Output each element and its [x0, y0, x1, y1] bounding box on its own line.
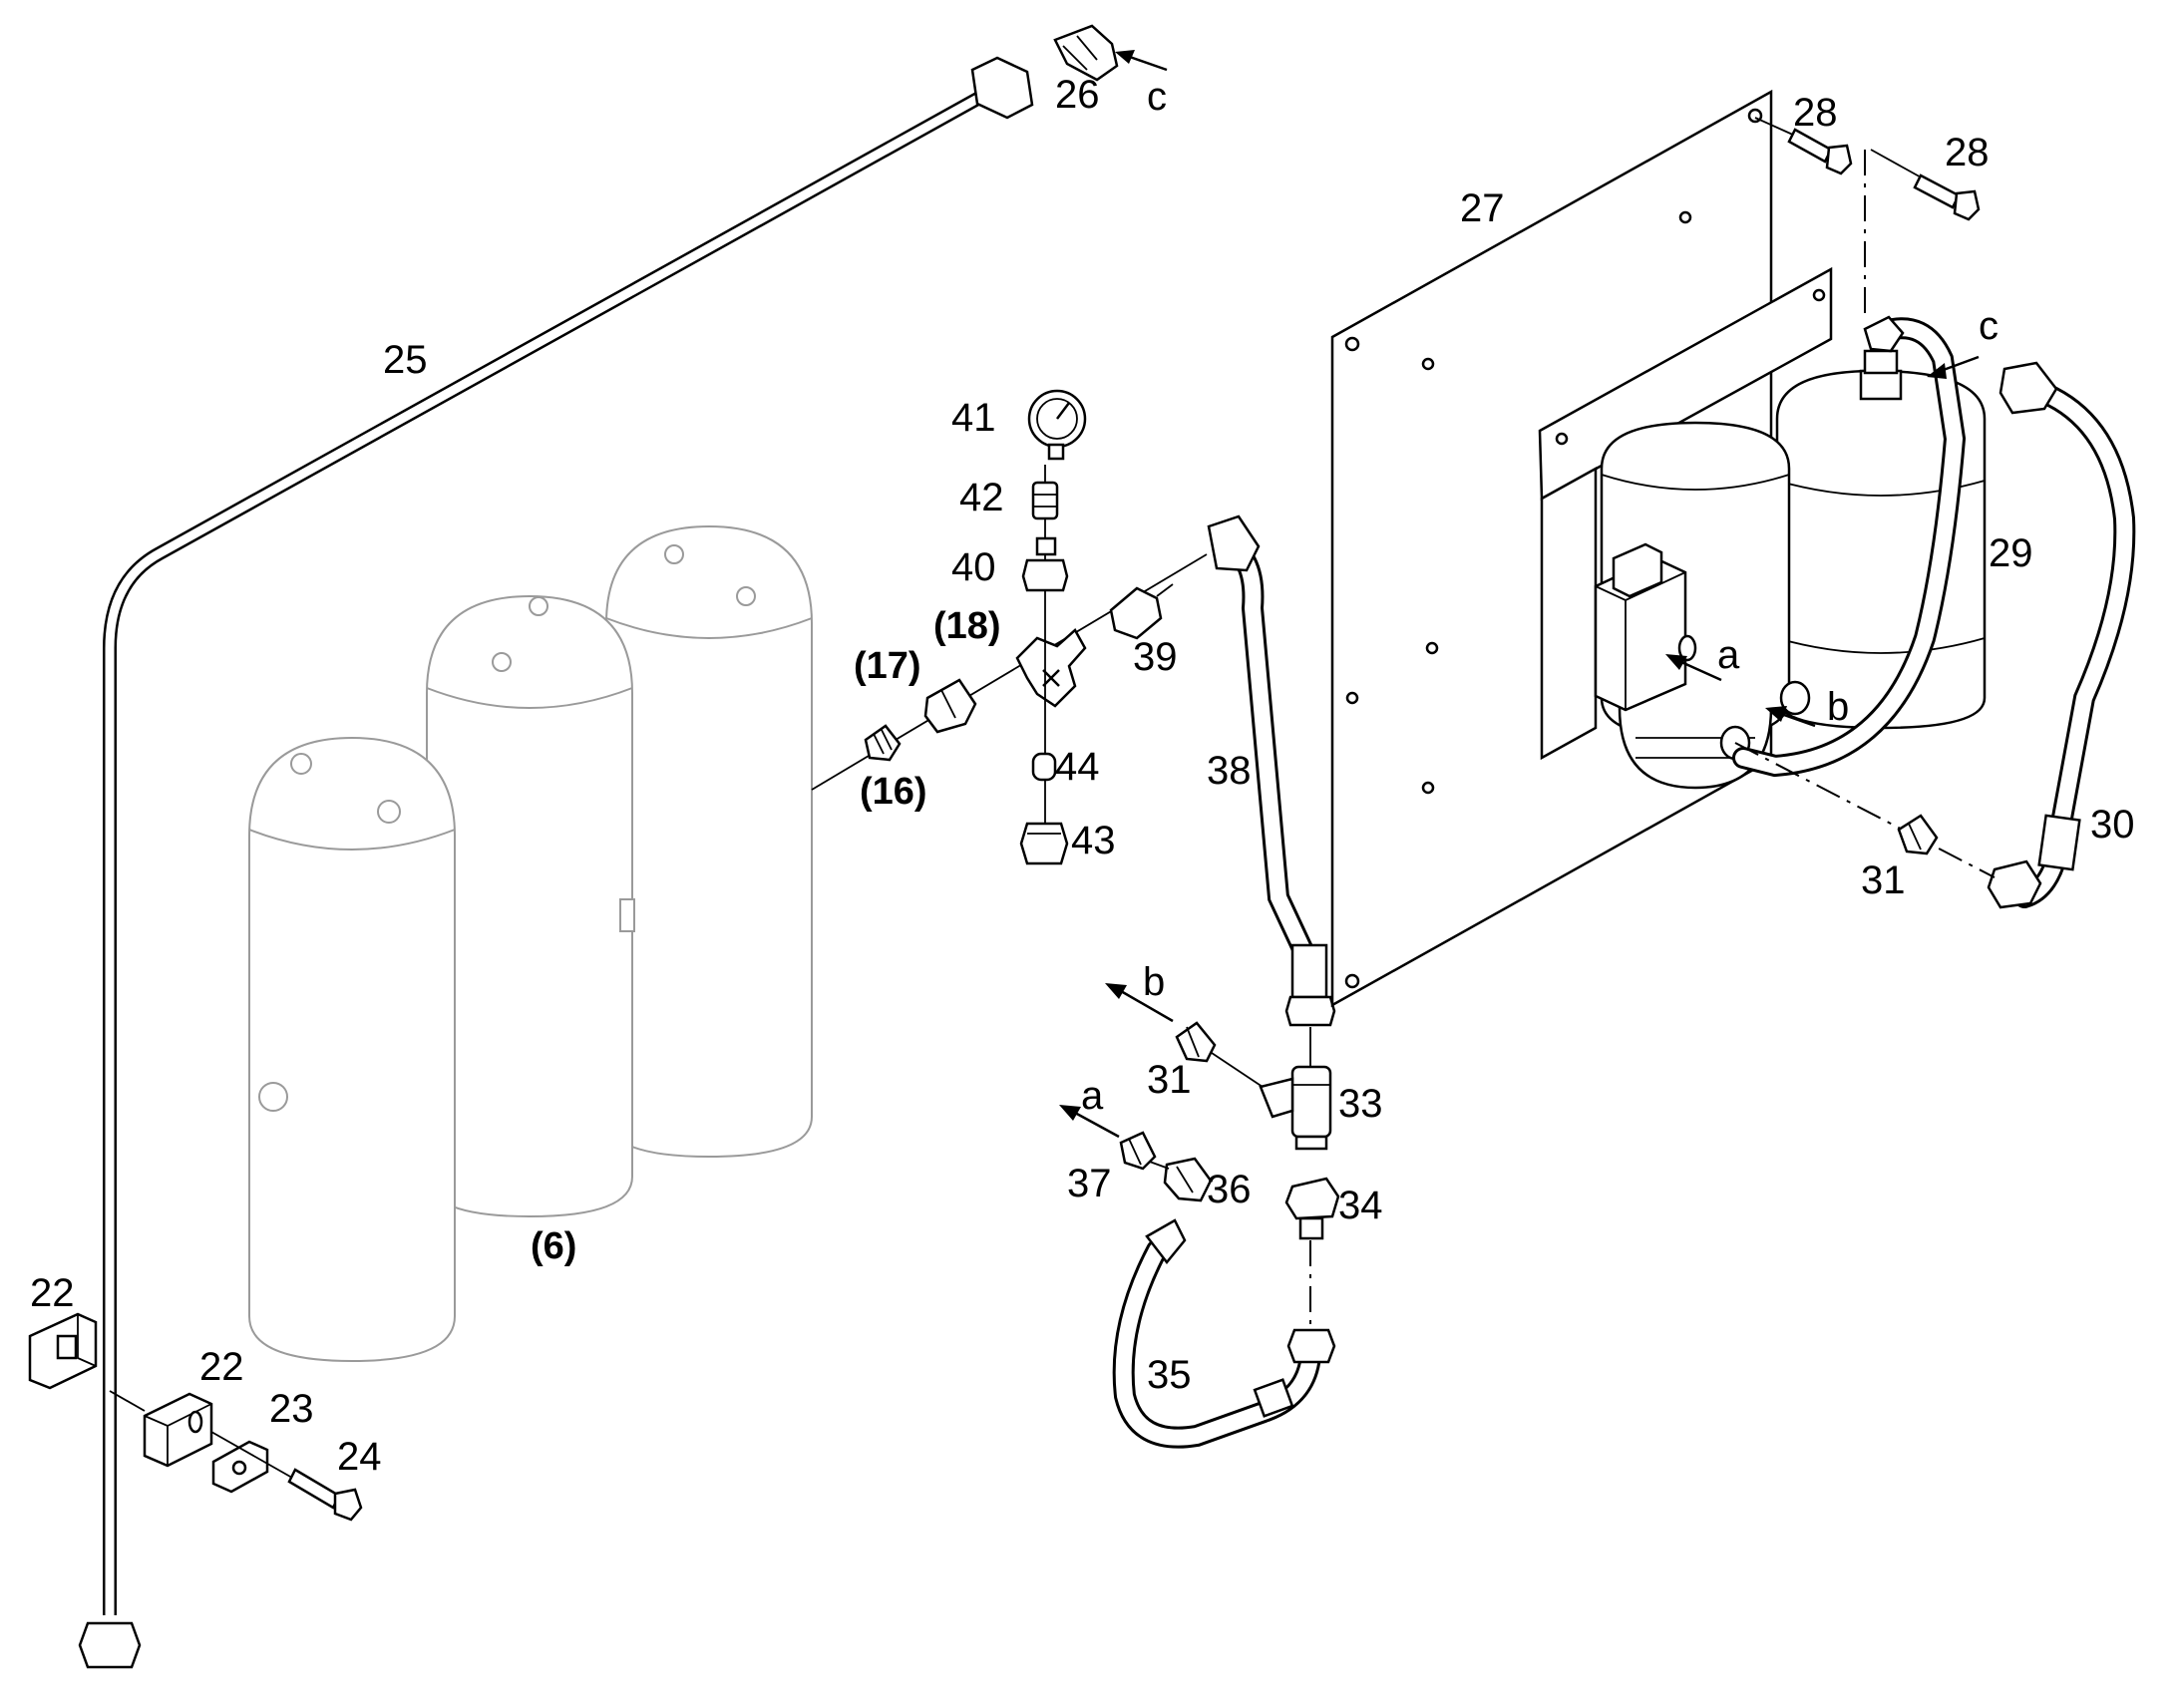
- label-28-right: 28: [1945, 131, 1990, 174]
- leader-22-clamp: [109, 1390, 146, 1412]
- part-labels: 22 22 23 24 25 26 27 28 28 29 30 31 31 3…: [30, 73, 2135, 1479]
- label-31-left: 31: [1147, 1058, 1192, 1102]
- centerline-31-right: [1734, 742, 1996, 878]
- label-38: 38: [1207, 749, 1252, 793]
- letter-c-top: c: [1147, 75, 1167, 119]
- fitting-31-left: [1175, 1021, 1217, 1063]
- letter-b-right: b: [1827, 685, 1849, 729]
- clamp-22-right: [143, 1392, 213, 1468]
- nipple-42: [1031, 481, 1059, 520]
- label-42: 42: [959, 476, 1004, 519]
- nut-43: [1019, 822, 1069, 865]
- fitting-31-right: [1897, 814, 1939, 855]
- arrow-b-right: [1765, 706, 1816, 728]
- label-30: 30: [2090, 803, 2135, 847]
- air-tank-front: [248, 736, 456, 1363]
- hose-38: [1207, 514, 1336, 1027]
- label-ref-18: (18): [933, 605, 1001, 647]
- gauge-41: [1027, 389, 1087, 461]
- label-44: 44: [1055, 745, 1100, 789]
- arrow-c-right: [1927, 355, 1980, 379]
- letter-b-left: b: [1143, 960, 1165, 1004]
- air-tank-back: [605, 524, 813, 1159]
- label-ref-17: (17): [854, 645, 921, 687]
- hose-35: [1112, 1218, 1336, 1449]
- leader-28-left: [1754, 117, 1796, 137]
- label-26: 26: [1055, 73, 1100, 117]
- hose-29: [1732, 315, 1967, 778]
- label-35: 35: [1147, 1353, 1192, 1397]
- label-40: 40: [951, 545, 996, 589]
- elbow-fitting-26: [1053, 24, 1119, 82]
- label-23: 23: [269, 1387, 314, 1431]
- adapter-40: [1021, 536, 1069, 592]
- leader-31-tee: [1202, 1046, 1264, 1088]
- label-39: 39: [1133, 635, 1178, 679]
- fitting-34: [1284, 1177, 1340, 1240]
- fitting-39: [1109, 583, 1174, 640]
- elbow-36: [1163, 1157, 1213, 1202]
- clamp-22-left: [28, 1312, 98, 1390]
- plate-23: [211, 1440, 269, 1494]
- label-22-left: 22: [30, 1271, 75, 1315]
- label-ref-6: (6): [531, 1225, 576, 1267]
- bolt-24: [287, 1468, 363, 1522]
- arrow-a-right: [1665, 654, 1722, 682]
- air-tank-middle: [426, 594, 635, 1218]
- bolt-28-left: [1787, 128, 1853, 175]
- leader-23-24: [210, 1431, 300, 1483]
- label-ref-16: (16): [860, 771, 927, 813]
- label-43: 43: [1071, 819, 1116, 862]
- connection-letters: c c a b b a: [1081, 75, 1998, 1118]
- label-41: 41: [951, 396, 996, 440]
- label-24: 24: [337, 1435, 382, 1479]
- hose-30: [1987, 361, 2136, 909]
- tee-fitting-33: [1259, 1065, 1332, 1151]
- label-27: 27: [1460, 186, 1505, 230]
- letter-c-right: c: [1979, 304, 1998, 348]
- label-31-right: 31: [1861, 858, 1906, 902]
- arrow-b-left: [1105, 983, 1174, 1023]
- label-36: 36: [1207, 1168, 1252, 1211]
- bolt-28-right: [1913, 173, 1981, 221]
- letter-a-right: a: [1717, 633, 1740, 677]
- pipe-25: [78, 56, 1034, 1669]
- label-37: 37: [1067, 1162, 1112, 1205]
- label-34: 34: [1338, 1184, 1383, 1227]
- label-28-left: 28: [1793, 91, 1838, 135]
- air-tank-group: [248, 524, 813, 1363]
- label-25: 25: [383, 338, 428, 382]
- label-22-right: 22: [199, 1345, 244, 1389]
- reference-labels: (6) (16) (17) (18): [531, 605, 1001, 1267]
- plug-44: [1031, 752, 1057, 782]
- leader-28-right: [1870, 149, 1926, 180]
- fitting-37: [1119, 1131, 1157, 1171]
- fitting-17: [923, 678, 977, 734]
- cross-fitting-18: [1015, 628, 1087, 708]
- fitting-16: [864, 724, 902, 762]
- letter-a-left: a: [1081, 1074, 1104, 1118]
- label-29: 29: [1989, 531, 2033, 575]
- arrow-c-top: [1115, 50, 1168, 72]
- arrow-a-left: [1059, 1105, 1120, 1139]
- label-33: 33: [1338, 1082, 1383, 1126]
